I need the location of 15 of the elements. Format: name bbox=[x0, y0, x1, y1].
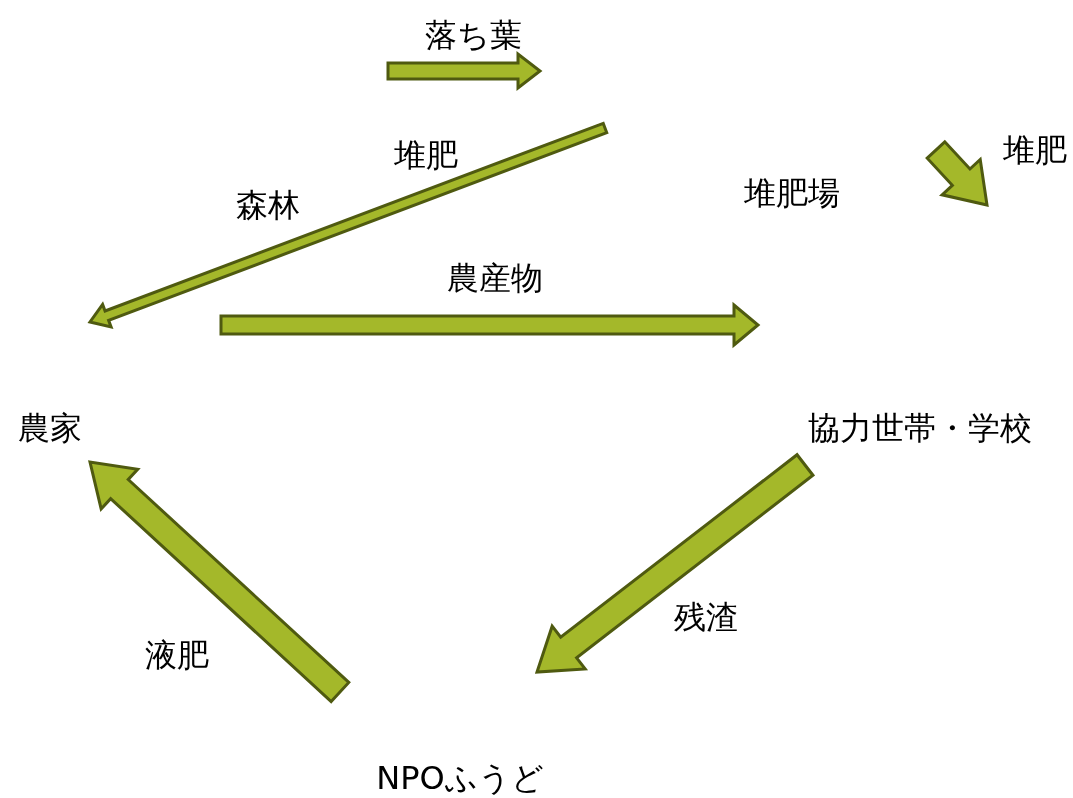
node-label: NPOふうど bbox=[376, 758, 544, 798]
edge-label: 液肥 bbox=[145, 635, 209, 675]
node-label: 堆肥場 bbox=[744, 173, 840, 213]
node-label: 森林 bbox=[236, 185, 300, 225]
edge-label: 堆肥 bbox=[394, 135, 458, 175]
arrow bbox=[534, 452, 816, 674]
node-label: 農家 bbox=[18, 408, 82, 448]
node-label: 協力世帯・学校 bbox=[808, 408, 1032, 448]
arrow bbox=[219, 301, 761, 349]
flow-label: 堆肥 bbox=[1003, 130, 1067, 170]
arrow bbox=[87, 121, 609, 329]
edge-label: 残渣 bbox=[674, 597, 738, 637]
edge-label: 農産物 bbox=[447, 258, 543, 298]
arrow bbox=[88, 460, 351, 704]
flow-label: 落ち葉 bbox=[424, 15, 522, 55]
